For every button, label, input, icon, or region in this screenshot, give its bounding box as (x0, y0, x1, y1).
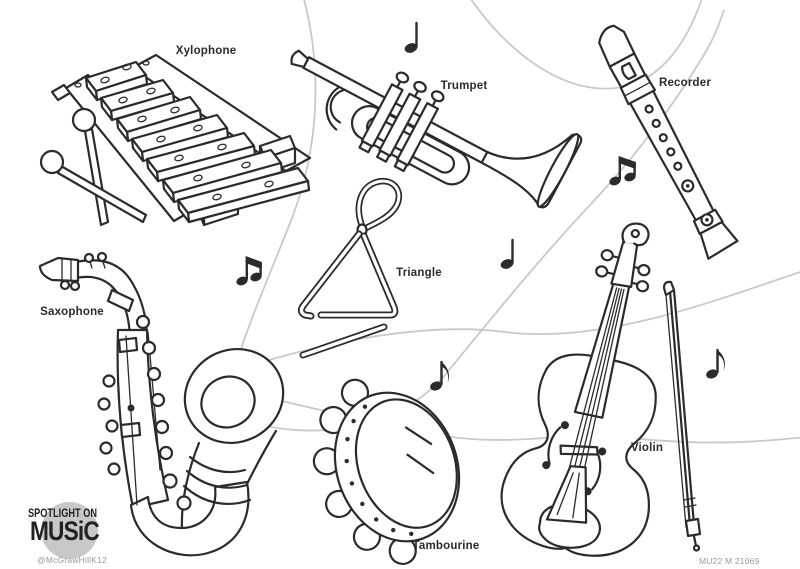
tambourine-shine-mark (404, 426, 433, 446)
rail-hole (74, 82, 82, 88)
label-tambourine: Tambourine (412, 540, 480, 552)
violin-peg (595, 249, 651, 293)
xylophone-bar (145, 131, 257, 183)
saxophone-key-rod (125, 335, 138, 506)
saxophone-bell-band (182, 484, 252, 506)
saxophone-key-guard (117, 336, 139, 354)
logo-music: MUSiC (30, 516, 100, 546)
xylophone-bar (84, 60, 149, 102)
xylophone-mallet (39, 149, 148, 224)
recorder-illustration (598, 24, 739, 260)
triangle-hanging-loop (355, 177, 403, 237)
recorder-bell (699, 221, 739, 260)
triangle-illustration (297, 177, 403, 359)
saxophone-key-guard (119, 421, 142, 439)
quarter-note-icon (404, 21, 418, 53)
saxophone-illustration (38, 251, 285, 557)
xylophone-illustration (39, 53, 312, 227)
quarter-note-icon (500, 238, 514, 269)
eighth-note-icon (706, 348, 725, 379)
recorder-double-hole (700, 213, 714, 227)
bow-hair (665, 294, 687, 528)
saxophone-ligature-screw (69, 280, 81, 292)
xylophone-bar (115, 95, 203, 143)
saxophone-octave-key (83, 252, 95, 264)
saxophone-bell-cone (180, 441, 201, 530)
bow-stick (668, 288, 696, 528)
recorder-hole (644, 104, 654, 114)
xylophone-bar (176, 166, 311, 224)
violin-f-hole (542, 421, 569, 470)
bow-frog (684, 517, 702, 538)
trumpet-valve (358, 71, 410, 154)
label-violin: Violin (630, 442, 664, 454)
eighth-note-icon (430, 360, 449, 391)
recorder-double-hole (681, 179, 695, 193)
tambourine-pins (344, 404, 414, 536)
saxophone-bell-band (185, 469, 249, 489)
ribbon-curve (470, 0, 703, 90)
saxophone-octave-key (96, 251, 108, 263)
rail-hole (142, 60, 150, 66)
product-code: MU22 M 21069 (699, 556, 760, 566)
violin-bow-illustration (662, 280, 702, 552)
recorder-beak (598, 24, 636, 68)
ribbon-curve (239, 0, 317, 353)
violin-scroll-eye (630, 228, 640, 239)
logo-spotlight-on: SPOTLIGHT ON (28, 508, 97, 520)
recorder-hole (673, 161, 683, 171)
beamed-eighth-notes-icon (236, 256, 262, 286)
bow-tip (662, 280, 676, 297)
triangle-body (297, 230, 399, 320)
label-xylophone: Xylophone (175, 45, 237, 57)
saxophone-bell-band (188, 455, 247, 474)
saxophone-ligature-screw (59, 279, 71, 291)
saxophone-mouthpiece (38, 256, 80, 283)
bow-screw (692, 544, 701, 552)
saxophone-bell-opening (200, 375, 256, 429)
recorder-window (621, 61, 637, 81)
xylophone-bar (130, 113, 230, 163)
label-saxophone: Saxophone (40, 306, 104, 318)
tambourine-shine-mark (406, 453, 435, 475)
saxophone-neck-plate (106, 288, 135, 313)
trumpet-bell-mouth (536, 132, 580, 208)
saxophone-keys (97, 314, 192, 511)
violin-tailpiece (545, 465, 588, 524)
label-trumpet: Trumpet (440, 80, 488, 92)
label-triangle: Triangle (396, 267, 442, 279)
trumpet-mouthpiece (290, 49, 310, 69)
trumpet-valve (393, 90, 445, 173)
violin-strings (567, 287, 625, 476)
saxophone-bell-cone (245, 429, 278, 486)
recorder-hole (651, 118, 661, 128)
saxophone-body (116, 328, 170, 510)
violin-pegbox (610, 240, 639, 288)
trumpet-illustration (290, 49, 583, 209)
beamed-eighth-notes-icon (609, 156, 636, 186)
triangle-striker (299, 323, 388, 359)
logo-circle (41, 502, 98, 559)
social-handle: @McGrawHillK12 (37, 555, 107, 565)
recorder-hole (666, 147, 676, 157)
tambourine-head (354, 398, 458, 529)
tambourine-illustration (312, 378, 461, 565)
label-recorder: Recorder (658, 77, 712, 89)
recorder-hole (658, 133, 668, 143)
xylophone-rail-tab (50, 83, 72, 102)
violin-illustration (500, 222, 657, 557)
trumpet-valve (376, 80, 427, 163)
